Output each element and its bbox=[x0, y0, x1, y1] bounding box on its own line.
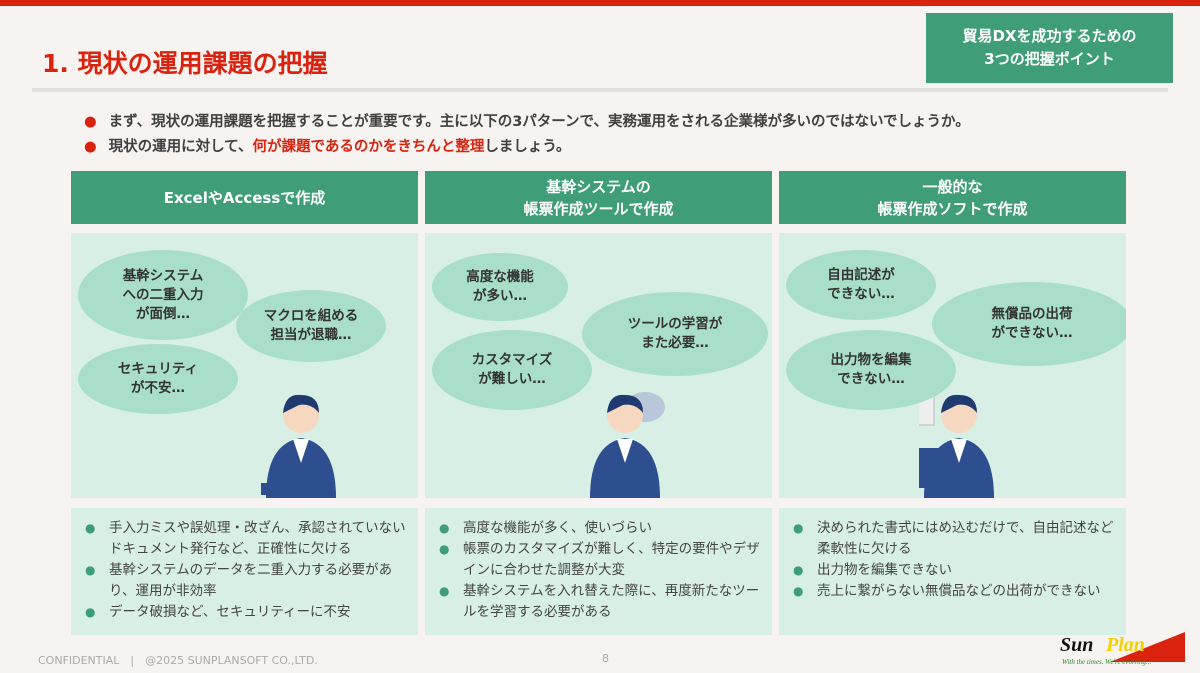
issue-list: 高度な機能が多く、使いづらい帳票のカスタマイズが難しく、特定の要件やデザインに合… bbox=[425, 508, 772, 635]
column-header-line: ExcelやAccessで作成 bbox=[163, 188, 326, 207]
concern-speech-bubble: マクロを組める 担当が退職… bbox=[236, 290, 386, 362]
sunplan-logo: Sun Plan With the times. We're evolving.… bbox=[1060, 632, 1185, 670]
intro-text-1: まず、現状の運用課題を把握することが重要です。主に以下の3パターンで、実務運用を… bbox=[108, 114, 970, 130]
worried-person-illustration bbox=[261, 394, 336, 498]
issue-item: 高度な機能が多く、使いづらい bbox=[439, 518, 762, 539]
page-title: 1. 現状の運用課題の把握 bbox=[42, 49, 328, 78]
column-header-line: 帳票作成ツールで作成 bbox=[523, 199, 674, 218]
issue-item: 手入力ミスや誤処理・改ざん、承認されていないドキュメント発行など、正確性に欠ける bbox=[85, 518, 408, 560]
issue-list: 手入力ミスや誤処理・改ざん、承認されていないドキュメント発行など、正確性に欠ける… bbox=[71, 508, 418, 635]
logo-sun: Sun bbox=[1060, 634, 1094, 656]
concern-speech-bubble: 基幹システム への二重入力 が面倒… bbox=[78, 250, 248, 340]
issue-item: 決められた書式にはめ込むだけで、自由記述など柔軟性に欠ける bbox=[793, 518, 1116, 560]
concern-speech-bubble: カスタマイズ が難しい… bbox=[432, 330, 592, 410]
approach-column-3: 一般的な帳票作成ソフトで作成 自由記述が できない…無償品の出荷 ができない…出… bbox=[779, 171, 1126, 635]
worried-person-illustration bbox=[919, 392, 994, 498]
concern-speech-bubble: 無償品の出荷 ができない… bbox=[932, 282, 1126, 366]
logo-plan: Plan bbox=[1106, 634, 1145, 656]
intro-text-2a: 現状の運用に対して、 bbox=[108, 139, 253, 155]
illustration-panel: 自由記述が できない…無償品の出荷 ができない…出力物を編集 できない… bbox=[779, 233, 1126, 498]
column-header: ExcelやAccessで作成 bbox=[71, 171, 418, 224]
worried-person-illustration bbox=[590, 392, 665, 498]
column-header: 基幹システムの帳票作成ツールで作成 bbox=[425, 171, 772, 224]
concern-speech-bubble: 自由記述が できない… bbox=[786, 250, 936, 320]
intro-text-2b: しましょう。 bbox=[484, 139, 571, 155]
page-number: 8 bbox=[602, 652, 609, 665]
intro-bullets: ●まず、現状の運用課題を把握することが重要です。主に以下の3パターンで、実務運用… bbox=[84, 110, 970, 160]
logo-tagline: With the times. We're evolving... bbox=[1062, 658, 1152, 666]
concern-speech-bubble: セキュリティ が不安… bbox=[78, 344, 238, 414]
section-badge: 貿易DXを成功するための 3つの把握ポイント bbox=[926, 13, 1173, 83]
issue-item: 帳票のカスタマイズが難しく、特定の要件やデザインに合わせた調整が大変 bbox=[439, 539, 762, 581]
intro-bullet-2: ●現状の運用に対して、何が課題であるのかをきちんと整理しましょう。 bbox=[84, 139, 571, 155]
approach-column-2: 基幹システムの帳票作成ツールで作成 高度な機能 が多い…ツールの学習が また必要… bbox=[425, 171, 772, 635]
issue-item: 出力物を編集できない bbox=[793, 560, 1116, 581]
issue-list: 決められた書式にはめ込むだけで、自由記述など柔軟性に欠ける出力物を編集できない売… bbox=[779, 508, 1126, 635]
concern-speech-bubble: ツールの学習が また必要… bbox=[582, 292, 768, 376]
concern-speech-bubble: 高度な機能 が多い… bbox=[432, 253, 568, 321]
top-accent-bar bbox=[0, 0, 1200, 6]
issue-item: 基幹システムを入れ替えた際に、再度新たなツールを学習する必要がある bbox=[439, 581, 762, 623]
concern-speech-bubble: 出力物を編集 できない… bbox=[786, 330, 956, 410]
column-header-line: 帳票作成ソフトで作成 bbox=[877, 199, 1028, 218]
title-divider bbox=[32, 88, 1168, 92]
issue-item: データ破損など、セキュリティーに不安 bbox=[85, 602, 408, 623]
illustration-panel: 高度な機能 が多い…ツールの学習が また必要…カスタマイズ が難しい… bbox=[425, 233, 772, 498]
column-header-line: 一般的な bbox=[922, 177, 983, 196]
column-header-line: 基幹システムの bbox=[546, 177, 651, 196]
badge-line-2: 3つの把握ポイント bbox=[984, 50, 1115, 68]
intro-bullet-1: ●まず、現状の運用課題を把握することが重要です。主に以下の3パターンで、実務運用… bbox=[84, 114, 970, 130]
badge-line-1: 貿易DXを成功するための bbox=[962, 27, 1137, 45]
illustration-panel: 基幹システム への二重入力 が面倒…マクロを組める 担当が退職…セキュリティ が… bbox=[71, 233, 418, 498]
issue-item: 売上に繋がらない無償品などの出荷ができない bbox=[793, 581, 1116, 602]
intro-text-2-highlight: 何が課題であるのかをきちんと整理 bbox=[252, 139, 485, 155]
footer-copyright: CONFIDENTIAL | @2025 SUNPLANSOFT CO.,LTD… bbox=[38, 654, 318, 667]
column-header: 一般的な帳票作成ソフトで作成 bbox=[779, 171, 1126, 224]
issue-item: 基幹システムのデータを二重入力する必要があり、運用が非効率 bbox=[85, 560, 408, 602]
approach-column-1: ExcelやAccessで作成 基幹システム への二重入力 が面倒…マクロを組め… bbox=[71, 171, 418, 635]
